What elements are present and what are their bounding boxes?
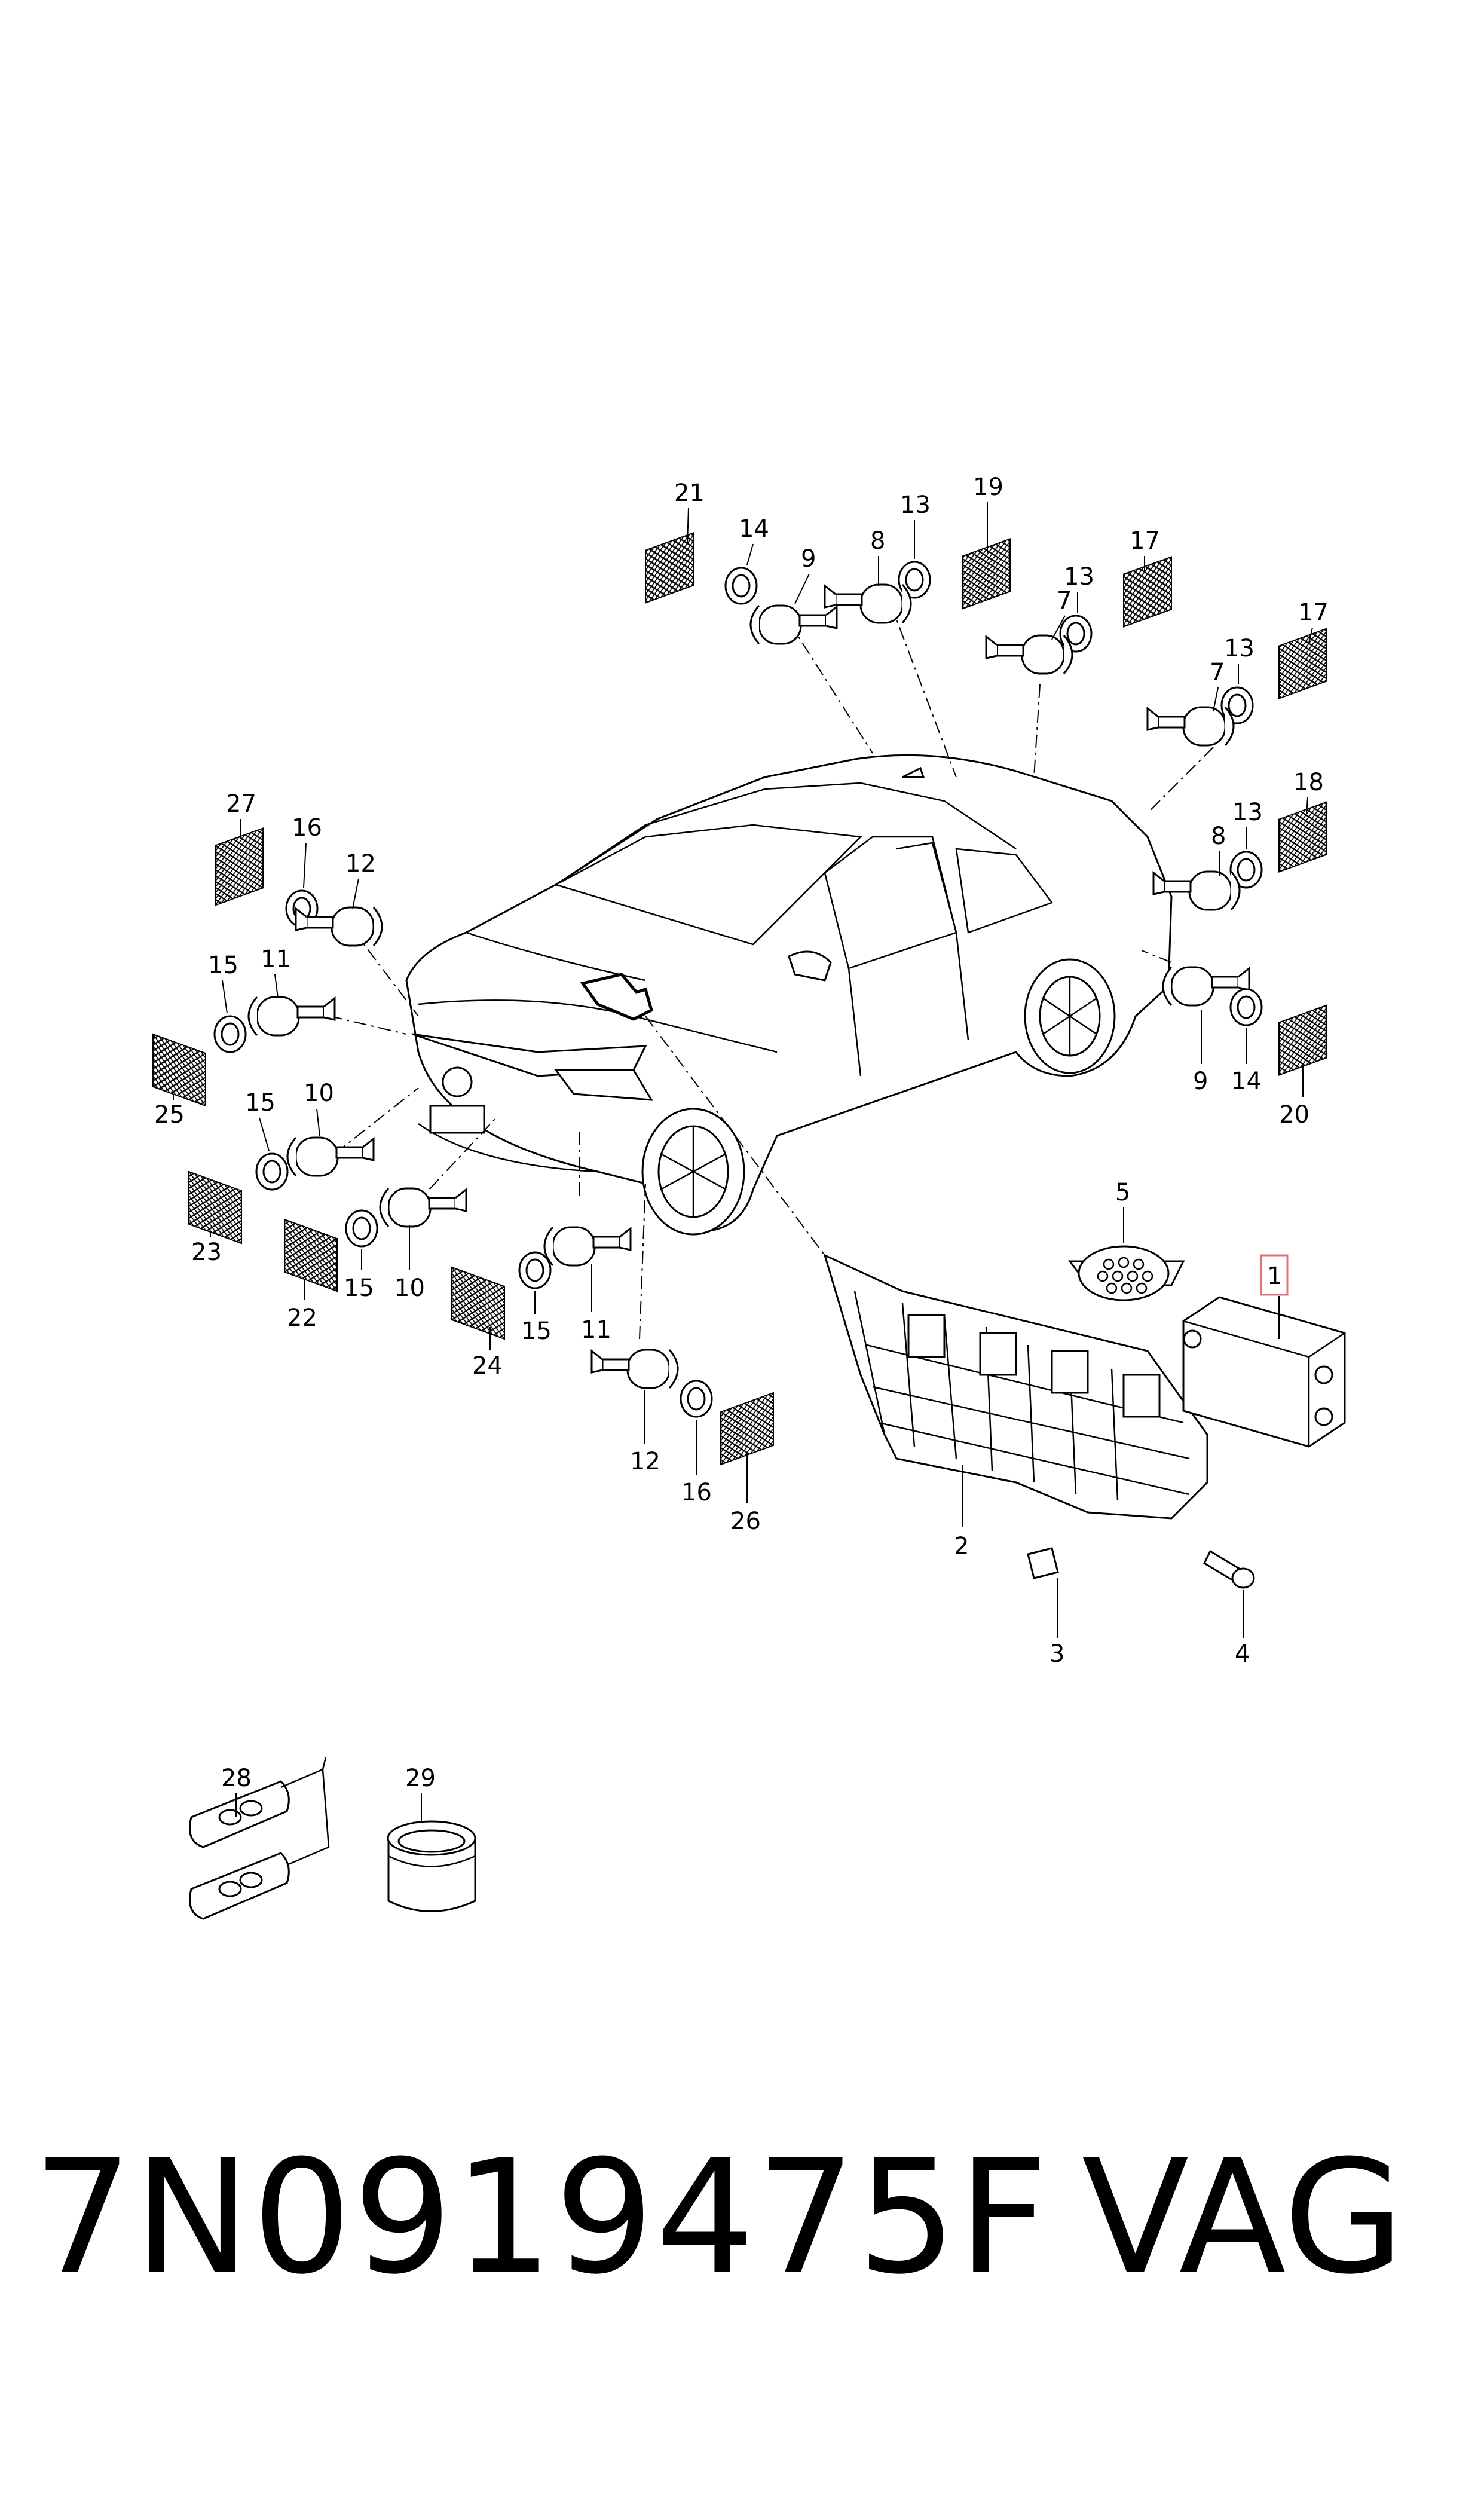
callout-14-lower: 14 (1231, 1068, 1262, 1095)
callout-22: 22 (287, 1304, 317, 1332)
callout-18: 18 (1293, 769, 1324, 796)
callout-9-lower: 9 (1193, 1068, 1208, 1095)
callout-10-lower: 10 (394, 1274, 425, 1302)
control-unit (1182, 1296, 1346, 1448)
callout-19: 19 (973, 473, 1003, 501)
callout-7-upper: 7 (1057, 587, 1072, 615)
callout-15-b: 15 (245, 1089, 276, 1117)
callout-3: 3 (1049, 1640, 1064, 1668)
sleeve-ring (387, 1820, 476, 1912)
highlight-box (1260, 1254, 1289, 1296)
clip (1027, 1547, 1059, 1579)
callout-5: 5 (1115, 1179, 1130, 1206)
callout-16-upper: 16 (292, 814, 322, 842)
callout-12-lower: 12 (630, 1448, 660, 1475)
callout-labels: 1 2 3 4 5 7 7 8 8 9 9 10 10 11 11 12 12 … (154, 473, 1329, 1822)
callout-28: 28 (221, 1765, 252, 1792)
part-number: 7N0919475F (33, 2126, 1049, 2309)
callout-9-upper: 9 (801, 545, 816, 573)
callout-11-upper: 11 (261, 946, 291, 973)
callout-24: 24 (472, 1352, 503, 1380)
callout-17-upper: 17 (1130, 527, 1160, 555)
mounting-bracket (823, 1254, 1208, 1520)
screw (1203, 1549, 1255, 1589)
wiring-repair-kit (189, 1757, 330, 1920)
callout-1: 1 (1267, 1262, 1282, 1290)
callout-7-lower: 7 (1210, 659, 1225, 686)
callout-4: 4 (1235, 1640, 1250, 1668)
car-illustration (405, 754, 1173, 1236)
callout-14-upper: 14 (739, 515, 769, 543)
callout-17-lower: 17 (1298, 599, 1329, 626)
callout-13-d: 13 (1232, 799, 1263, 826)
callout-27: 27 (226, 790, 256, 818)
callout-11-lower: 11 (581, 1316, 611, 1344)
rear-sensor-group (645, 532, 1327, 1076)
callout-20: 20 (1279, 1101, 1309, 1129)
front-sensor-group (152, 827, 774, 1466)
callout-16-lower: 16 (681, 1479, 712, 1506)
callout-26: 26 (730, 1508, 761, 1535)
callout-15-c: 15 (344, 1274, 374, 1302)
callout-25: 25 (154, 1101, 185, 1129)
callout-13-b: 13 (1064, 563, 1094, 591)
callout-8-lower: 8 (1211, 823, 1226, 850)
callout-12-upper: 12 (345, 850, 376, 878)
leader-lines (304, 603, 1214, 1340)
callout-13-c: 13 (1224, 635, 1254, 662)
callout-2: 2 (954, 1533, 969, 1560)
callout-23: 23 (191, 1239, 222, 1266)
callout-8-upper: 8 (870, 527, 885, 555)
buzzer (1068, 1245, 1185, 1301)
footer: 7N0919475F VAG (0, 2128, 1484, 2307)
callout-13-a: 13 (900, 491, 931, 519)
brand-name: VAG (1082, 2126, 1405, 2309)
callout-29: 29 (405, 1765, 436, 1792)
callout-15-d: 15 (521, 1317, 552, 1345)
callout-21: 21 (674, 479, 705, 507)
callout-10-upper: 10 (304, 1080, 334, 1107)
callout-15-a: 15 (208, 952, 238, 979)
